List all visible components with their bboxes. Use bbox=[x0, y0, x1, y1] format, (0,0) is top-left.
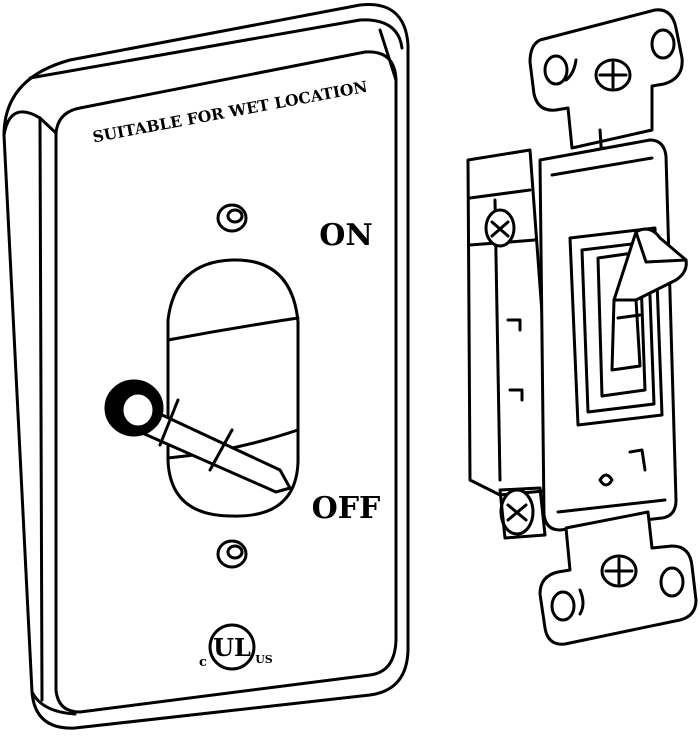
cover-plate bbox=[2, 3, 410, 730]
ul-mark-us: US bbox=[255, 653, 273, 666]
lower-screw-icon bbox=[216, 539, 248, 569]
strap-mounting-hole-top-left-icon bbox=[543, 54, 569, 86]
toggle-switch-device bbox=[466, 8, 698, 646]
upper-screw-icon bbox=[216, 203, 248, 233]
strap-mounting-hole-top-right-icon bbox=[650, 28, 676, 60]
ul-listing-mark: UL c US bbox=[199, 623, 273, 671]
cover-plate-left-edge bbox=[38, 116, 44, 702]
side-terminal-screw-lower-icon bbox=[498, 486, 547, 540]
lever-housing-seam-upper bbox=[166, 316, 300, 342]
off-label: OFF bbox=[312, 491, 381, 526]
lever-handle[interactable] bbox=[104, 379, 292, 494]
top-mounting-screw-icon bbox=[594, 58, 632, 92]
strap-mounting-hole-bottom-left-icon bbox=[550, 590, 576, 622]
bottom-mounting-screw-icon bbox=[600, 554, 638, 588]
ul-mark-c: c bbox=[199, 655, 207, 670]
side-terminal-screw-upper-icon bbox=[484, 208, 516, 248]
ul-mark-text: UL bbox=[213, 633, 251, 662]
strap-mounting-hole-bottom-right-icon bbox=[659, 566, 685, 598]
on-label: ON bbox=[319, 218, 373, 253]
toggle-lever[interactable] bbox=[610, 227, 688, 372]
